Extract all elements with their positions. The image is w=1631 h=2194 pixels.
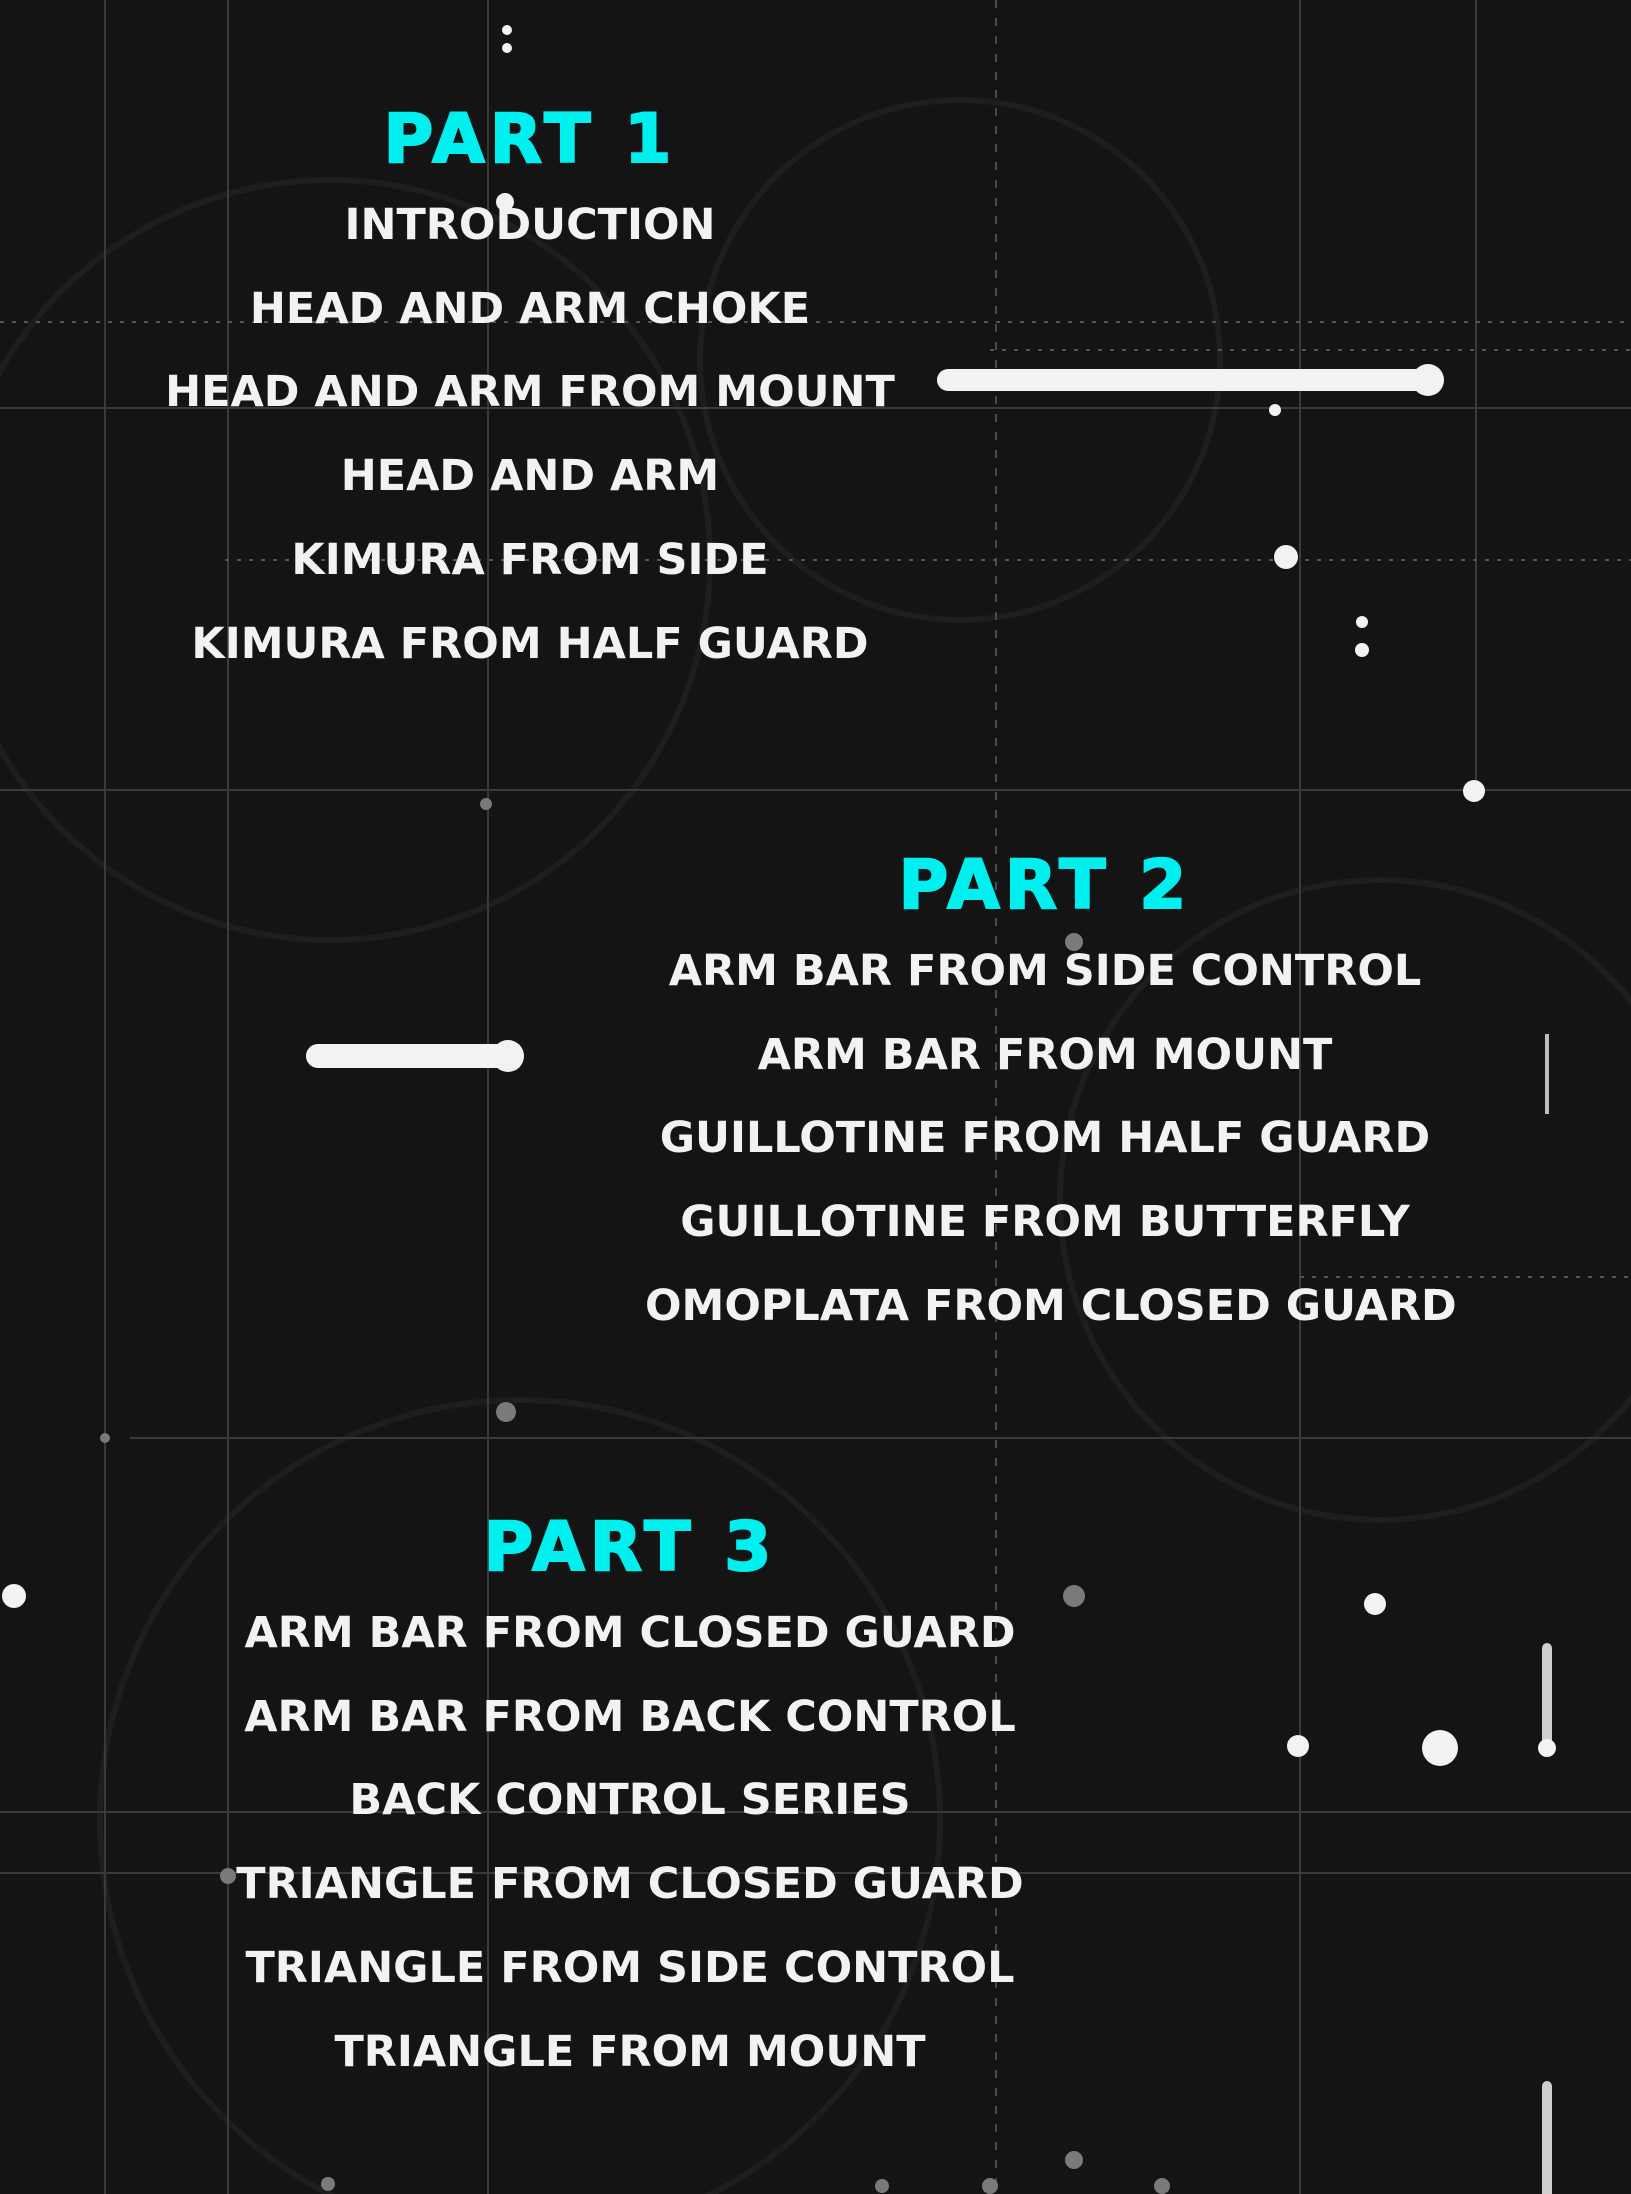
list-item: KIMURA FROM HALF GUARD (191, 618, 869, 669)
list-item: INTRODUCTION (344, 200, 716, 250)
list-item: ARM BAR FROM CLOSED GUARD (244, 1608, 1016, 1658)
list-item: KIMURA FROM SIDE (291, 534, 769, 585)
part-2-list: ARM BAR FROM SIDE CONTROL ARM BAR FROM M… (645, 930, 1457, 1349)
part-3-section: PART 3 ARM BAR FROM CLOSED GUARD ARM BAR… (230, 1507, 1030, 2094)
part-2-section: PART 2 ARM BAR FROM SIDE CONTROL ARM BAR… (645, 845, 1457, 1349)
list-item: OMOPLATA FROM CLOSED GUARD (645, 1280, 1457, 1331)
part-3-title: PART 3 (483, 1507, 777, 1588)
list-item: BACK CONTROL SERIES (349, 1775, 911, 1826)
part-1-section: PART 1 INTRODUCTION HEAD AND ARM CHOKE H… (130, 99, 930, 686)
list-item: ARM BAR FROM SIDE CONTROL (668, 946, 1422, 996)
list-item: GUILLOTINE FROM HALF GUARD (659, 1113, 1431, 1164)
part-1-list: INTRODUCTION HEAD AND ARM CHOKE HEAD AND… (130, 184, 930, 686)
list-item: TRIANGLE FROM SIDE CONTROL (245, 1942, 1015, 1993)
part-1-title: PART 1 (383, 99, 677, 180)
list-item: HEAD AND ARM CHOKE (249, 283, 811, 334)
list-item: GUILLOTINE FROM BUTTERFLY (680, 1197, 1410, 1248)
part-3-list: ARM BAR FROM CLOSED GUARD ARM BAR FROM B… (230, 1592, 1030, 2094)
list-item: HEAD AND ARM (340, 451, 720, 502)
list-item: HEAD AND ARM FROM MOUNT (165, 367, 895, 418)
list-item: ARM BAR FROM BACK CONTROL (244, 1691, 1016, 1742)
list-item: TRIANGLE FROM MOUNT (334, 2026, 926, 2077)
part-2-title: PART 2 (898, 845, 1192, 926)
list-item: TRIANGLE FROM CLOSED GUARD (236, 1859, 1024, 1910)
list-item: ARM BAR FROM MOUNT (757, 1029, 1333, 1080)
